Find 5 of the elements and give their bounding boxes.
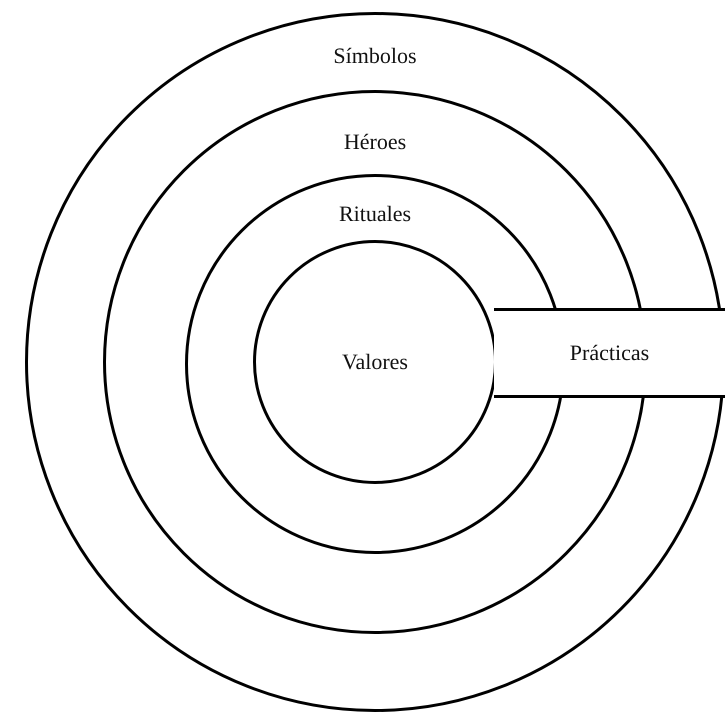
ring-label: Valores	[341, 351, 409, 373]
band-label: Prácticas	[568, 342, 650, 364]
ring-label: Rituales	[338, 203, 412, 225]
ring-label: Héroes	[342, 131, 408, 153]
ring-label: Símbolos	[332, 45, 418, 67]
